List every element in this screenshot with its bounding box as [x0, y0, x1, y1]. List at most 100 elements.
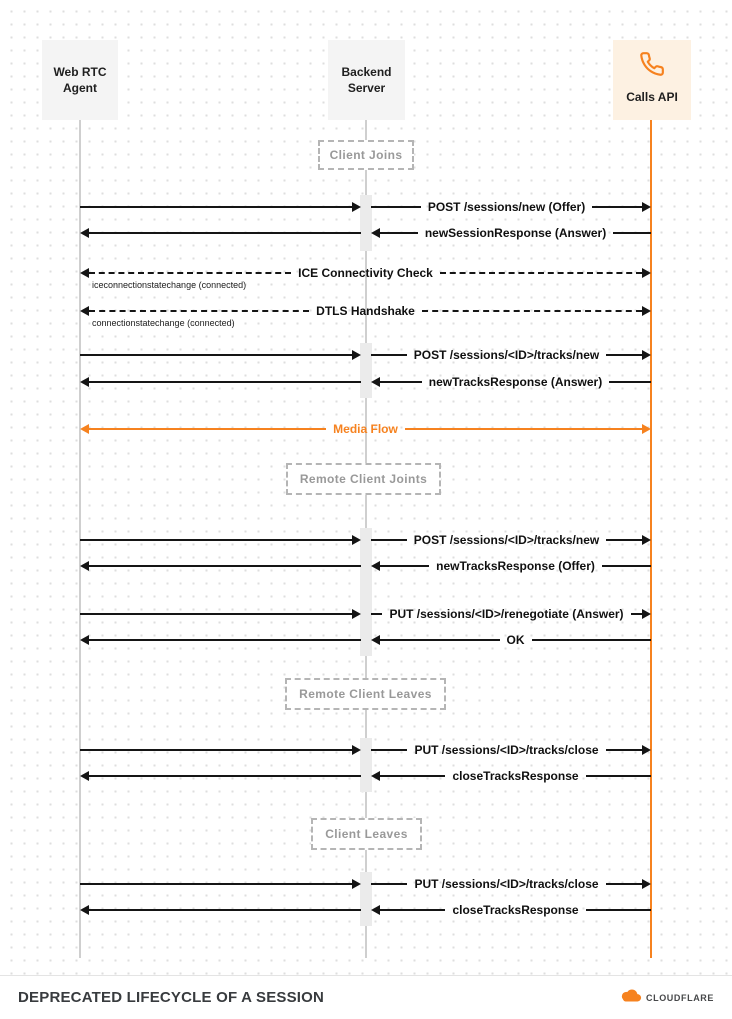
message-line	[371, 539, 407, 541]
message-line	[89, 381, 361, 383]
arrowhead-left-icon	[80, 771, 89, 781]
message-line	[89, 775, 361, 777]
arrowhead-right-icon	[352, 535, 361, 545]
message-line	[80, 539, 352, 541]
message-label: newTracksResponse (Answer)	[428, 375, 603, 389]
actor-label: Web RTC Agent	[53, 64, 107, 95]
message-line	[404, 428, 643, 430]
cloudflare-logo: CLOUDFLARE	[620, 989, 714, 1007]
message-line	[89, 428, 327, 430]
msg-ice-connectivity-check: ICE Connectivity Check	[80, 265, 652, 281]
message-line	[380, 232, 418, 234]
msg-put-tracks-close-relay	[80, 742, 361, 758]
msg-ok-relay	[80, 632, 361, 648]
arrowhead-left-icon	[371, 228, 380, 238]
message-label: PUT /sessions/<ID>/tracks/close	[414, 877, 599, 891]
message-line	[609, 381, 651, 383]
msg-close-tracks-response2-relay	[80, 902, 361, 918]
phone-icon	[639, 51, 665, 81]
message-label: newSessionResponse (Answer)	[424, 226, 607, 240]
message-line	[371, 354, 407, 356]
message-label: closeTracksResponse	[452, 903, 579, 917]
message-line	[439, 272, 643, 274]
footer: DEPRECATED LIFECYCLE OF A SESSION CLOUDF…	[0, 975, 732, 1019]
arrowhead-left-icon	[371, 905, 380, 915]
message-line	[80, 613, 352, 615]
message-line	[585, 775, 652, 777]
msg-post-sessions-new: POST /sessions/new (Offer)	[371, 199, 651, 215]
msg-put-renegotiate-relay	[80, 606, 361, 622]
message-line	[380, 639, 500, 641]
message-line	[80, 749, 352, 751]
message-line	[380, 381, 422, 383]
actor-label: Backend Server	[341, 64, 392, 95]
arrowhead-right-icon	[642, 424, 652, 434]
arrowhead-left-icon	[371, 561, 380, 571]
msg-close-tracks-response: closeTracksResponse	[371, 768, 652, 784]
activation-bar	[360, 738, 372, 792]
message-line	[605, 883, 643, 885]
actor-webrtc-agent: Web RTC Agent	[42, 40, 118, 120]
message-line	[371, 883, 408, 885]
message-line	[89, 272, 292, 274]
arrowhead-left-icon	[80, 635, 89, 645]
group-remote-client-joints: Remote Client Joints	[286, 463, 441, 495]
page-title: DEPRECATED LIFECYCLE OF A SESSION	[18, 989, 325, 1006]
msg-ok: OK	[371, 632, 651, 648]
message-line	[80, 206, 352, 208]
message-line	[89, 310, 310, 312]
arrowhead-right-icon	[642, 306, 652, 316]
arrowhead-left-icon	[80, 905, 89, 915]
message-line	[601, 565, 651, 567]
cloudflare-logo-text: CLOUDFLARE	[646, 992, 714, 1003]
msg-post-tracks-new-relay	[80, 347, 361, 363]
message-line	[89, 565, 361, 567]
message-line	[371, 613, 383, 615]
arrowhead-right-icon	[642, 535, 652, 545]
message-line	[371, 206, 421, 208]
arrowhead-left-icon	[80, 561, 89, 571]
message-line	[89, 232, 361, 234]
msg-media-flow: Media Flow	[80, 421, 652, 437]
message-label: Media Flow	[333, 422, 398, 436]
message-label: closeTracksResponse	[452, 769, 579, 783]
arrowhead-left-icon	[80, 306, 89, 316]
msg-dtls-handshake: DTLS Handshake	[80, 303, 652, 319]
message-line	[585, 909, 652, 911]
arrowhead-right-icon	[642, 350, 652, 360]
message-line	[606, 539, 643, 541]
msg-new-tracks-response-answer: newTracksResponse (Answer)	[371, 374, 651, 390]
message-line	[371, 749, 408, 751]
message-label: PUT /sessions/<ID>/renegotiate (Answer)	[389, 607, 624, 621]
arrowhead-right-icon	[642, 609, 652, 619]
message-line	[89, 639, 361, 641]
message-label: PUT /sessions/<ID>/tracks/close	[414, 743, 599, 757]
note-connectionstatechange: connectionstatechange (connected)	[92, 318, 235, 328]
msg-close-tracks-response2: closeTracksResponse	[371, 902, 652, 918]
message-label: DTLS Handshake	[316, 304, 415, 318]
msg-put-tracks-close: PUT /sessions/<ID>/tracks/close	[371, 742, 652, 758]
message-line	[380, 775, 446, 777]
group-client-leaves: Client Leaves	[311, 818, 422, 850]
arrowhead-left-icon	[80, 228, 89, 238]
message-line	[89, 909, 361, 911]
group-client-joins: Client Joins	[318, 140, 414, 170]
message-line	[592, 206, 642, 208]
message-line	[380, 565, 430, 567]
arrowhead-left-icon	[80, 268, 89, 278]
message-label: POST /sessions/<ID>/tracks/new	[413, 533, 600, 547]
arrowhead-right-icon	[642, 745, 652, 755]
message-line	[531, 639, 651, 641]
arrowhead-left-icon	[371, 771, 380, 781]
message-line	[80, 883, 352, 885]
group-label: Remote Client Leaves	[299, 687, 432, 701]
msg-new-tracks-response-answer-relay	[80, 374, 361, 390]
msg-post-sessions-new-relay	[80, 199, 361, 215]
message-label: newTracksResponse (Offer)	[436, 559, 595, 573]
msg-new-session-response-relay	[80, 225, 361, 241]
msg-put-tracks-close2-relay	[80, 876, 361, 892]
message-line	[630, 613, 643, 615]
arrowhead-left-icon	[80, 377, 89, 387]
msg-new-session-response: newSessionResponse (Answer)	[371, 225, 652, 241]
